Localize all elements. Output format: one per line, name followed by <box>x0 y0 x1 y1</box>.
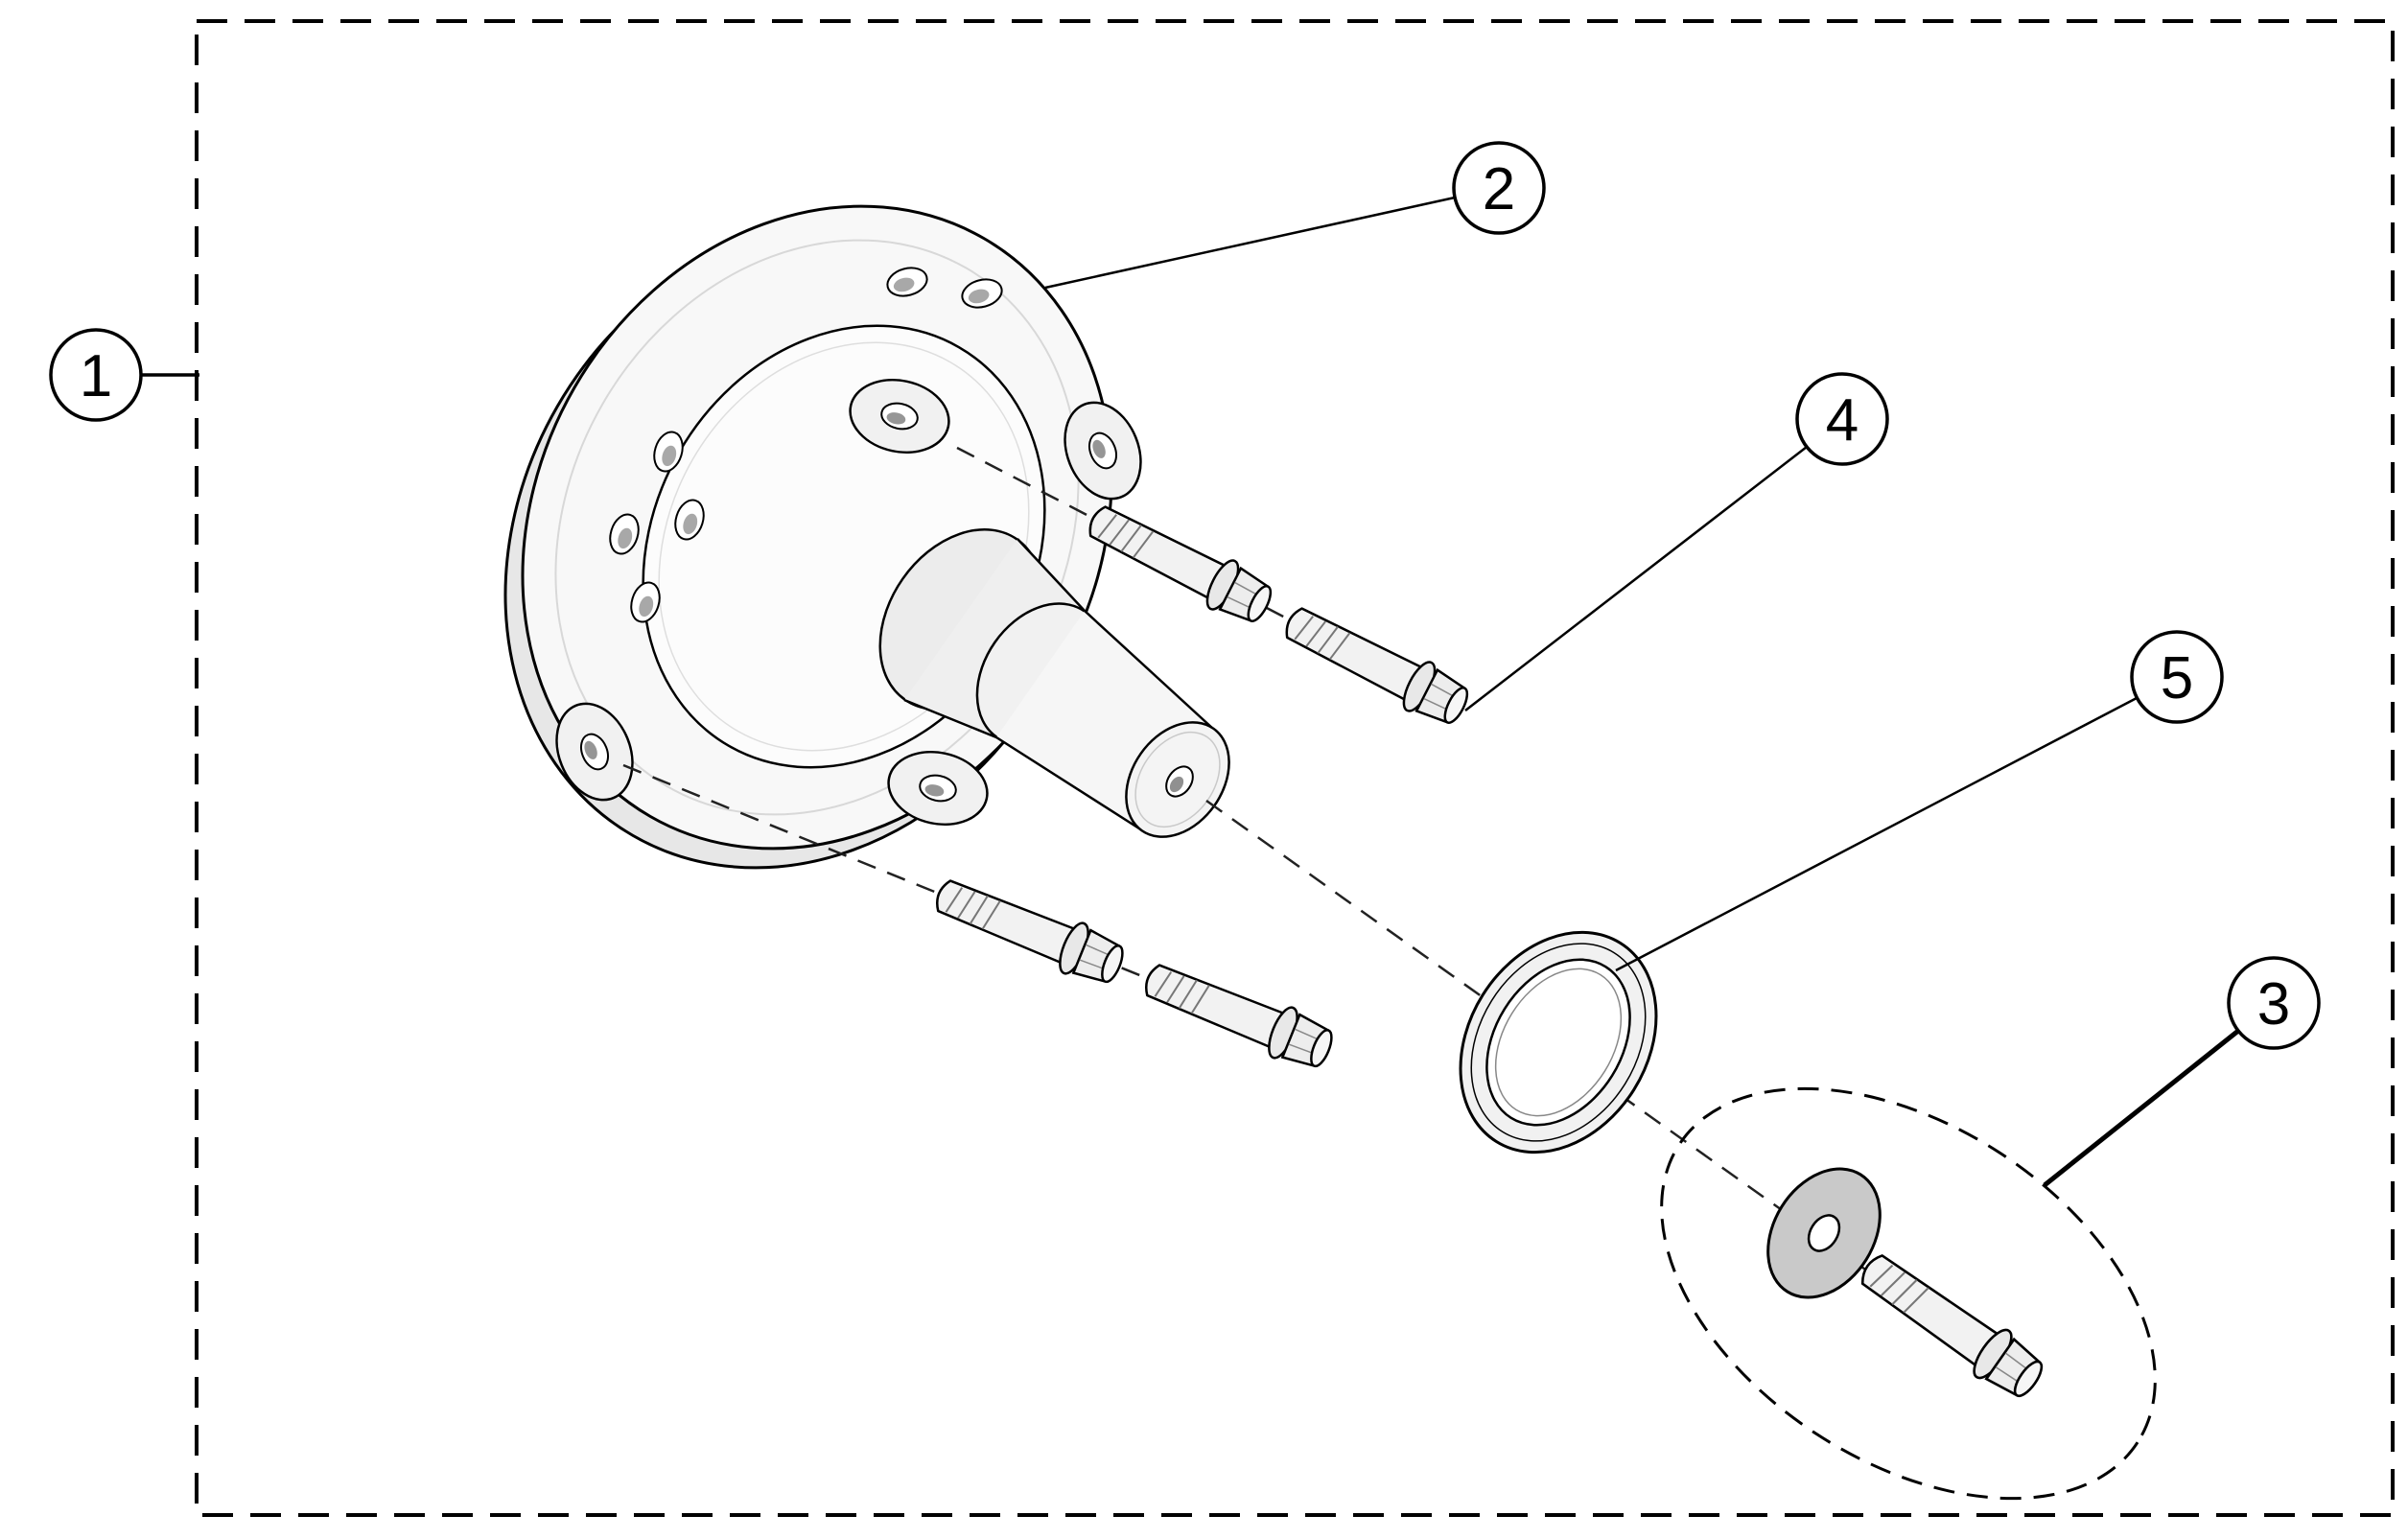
callout-3: 3 <box>2043 956 2321 1187</box>
callout-3-number: 3 <box>2257 971 2290 1038</box>
callout-2-number: 2 <box>1483 156 1515 222</box>
spindle-taper <box>904 539 1085 737</box>
spindle-edge <box>995 735 1143 832</box>
spindle-edge <box>1017 538 1086 612</box>
seal-outer-lip <box>1470 943 1647 1142</box>
hardware-kit-boundary <box>1660 1086 2157 1501</box>
callout-5-circle <box>2130 630 2224 724</box>
callout-2-leader <box>1044 196 1456 290</box>
seal-bore <box>1485 958 1631 1127</box>
spindle-edge <box>1084 610 1214 730</box>
hub-housing <box>503 204 1230 870</box>
spindle-edge <box>903 698 997 739</box>
callout-5-leader <box>1615 696 2138 972</box>
shaft-center-hole-shade <box>1169 776 1184 793</box>
callout-5-number: 5 <box>2161 645 2193 711</box>
seal-inner-lip <box>1494 968 1623 1117</box>
washer-hole <box>1807 1214 1841 1252</box>
callout-1: 1 <box>49 328 199 422</box>
washer <box>1766 1167 1882 1299</box>
callout-5: 5 <box>1615 630 2224 972</box>
callout-4-leader <box>1464 446 1808 711</box>
callout-4: 4 <box>1464 372 1889 711</box>
callout-3-leader <box>2043 1029 2240 1187</box>
callout-4-circle <box>1795 372 1889 466</box>
seal-ring <box>1459 930 1658 1154</box>
callout-4-number: 4 <box>1826 387 1859 454</box>
callout-3-circle <box>2227 956 2321 1050</box>
callout-2: 2 <box>1044 141 1546 290</box>
assembly-boundary-box <box>195 19 2395 1517</box>
callout-1-circle <box>49 328 143 422</box>
callout-1-number: 1 <box>80 343 112 409</box>
callout-2-circle <box>1452 141 1546 235</box>
